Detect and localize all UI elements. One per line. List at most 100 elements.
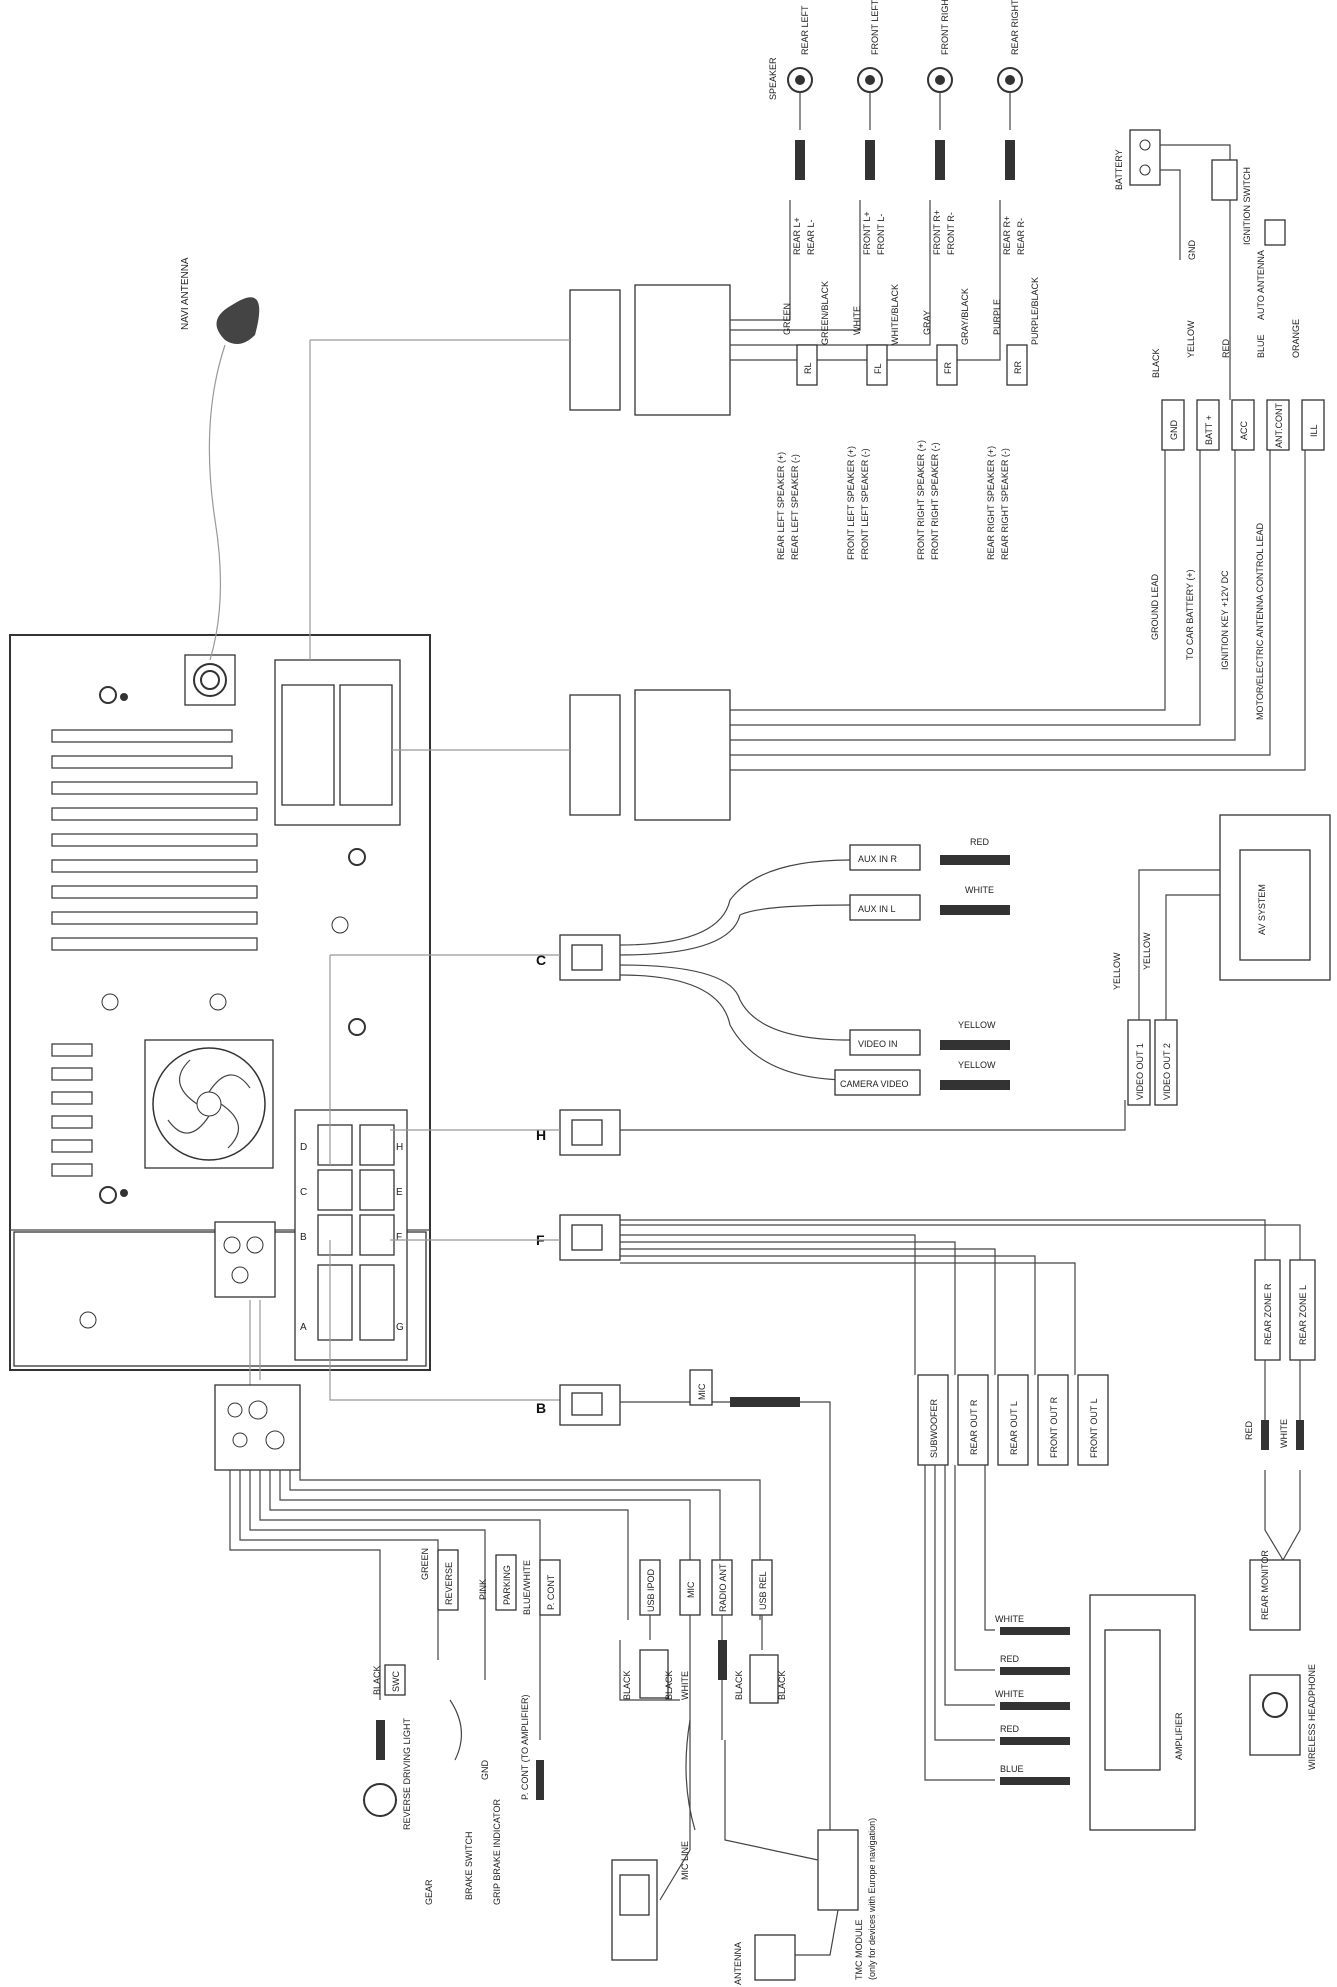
fan-icon bbox=[144, 1039, 274, 1169]
av-input-row: AUX IN L WHITE bbox=[849, 885, 1010, 921]
av-input-color: WHITE bbox=[965, 885, 994, 895]
auto-antenna-label: AUTO ANTENNA bbox=[1256, 250, 1266, 320]
connector-h-label: H bbox=[536, 1127, 546, 1143]
wire-color: GRAY bbox=[922, 310, 932, 335]
control-bundle: BLACK SWC GREEN REVERSE PINK PARKING BLU… bbox=[214, 1300, 877, 1985]
control-wire-color: BLACK bbox=[372, 1665, 382, 1695]
speaker-name: REAR RIGHT bbox=[1010, 0, 1020, 55]
p-cont-note: P. CONT (TO AMPLIFIER) bbox=[520, 1694, 530, 1800]
wire-color: WHITE/BLACK bbox=[890, 284, 900, 345]
tmc-module-box bbox=[817, 1829, 859, 1911]
speaker-lead: FRONT RIGHT SPEAKER (-) bbox=[930, 442, 940, 560]
av-input-color: RED bbox=[970, 837, 990, 847]
speaker-label: SPEAKER bbox=[768, 57, 778, 100]
power-tag: BATT + bbox=[1204, 415, 1214, 445]
speaker-lead: REAR LEFT SPEAKER (+) bbox=[776, 452, 786, 560]
rear-zone-color: WHITE bbox=[1279, 1419, 1289, 1448]
av-system-label: AV SYSTEM bbox=[1257, 884, 1267, 935]
port-letter-h: H bbox=[396, 1142, 403, 1153]
brake-switch-label: BRAKE SWITCH bbox=[464, 1831, 474, 1900]
speaker-lead: REAR LEFT SPEAKER (-) bbox=[790, 454, 800, 560]
rear-zone-tag: REAR ZONE R bbox=[1263, 1283, 1273, 1345]
reverse-light-label: REVERSE DRIVING LIGHT bbox=[402, 1717, 412, 1830]
antenna-port-icon bbox=[184, 654, 236, 706]
battery-label: BATTERY bbox=[1114, 149, 1124, 190]
speaker-tag: RR bbox=[1013, 361, 1023, 374]
usb-tag: RADIO ANT bbox=[718, 1563, 728, 1612]
line-out-color: BLUE bbox=[1000, 1764, 1024, 1774]
rear-zone-tag: REAR ZONE L bbox=[1298, 1285, 1308, 1345]
video-out-tag: VIDEO OUT 2 bbox=[1162, 1043, 1172, 1100]
gnd-label: GND bbox=[1187, 240, 1197, 261]
pin-label: REAR R+ bbox=[1002, 216, 1012, 255]
rear-monitor-box bbox=[1249, 1559, 1301, 1631]
speaker-lead: REAR RIGHT SPEAKER (+) bbox=[986, 446, 996, 560]
line-out-color: WHITE bbox=[995, 1614, 1024, 1624]
antenna-label: ANTENNA bbox=[733, 1942, 743, 1985]
av-input-color: YELLOW bbox=[958, 1020, 996, 1030]
module-port bbox=[214, 1221, 276, 1298]
vent-slots bbox=[51, 729, 258, 1177]
power-lead: TO CAR BATTERY (+) bbox=[1185, 569, 1195, 660]
usb-tag: USB REL bbox=[758, 1571, 768, 1610]
gnd-label: GND bbox=[480, 1760, 490, 1781]
usb-wire: BLACK bbox=[734, 1670, 744, 1700]
line-out: F REAR ZONE R REAR ZONE L RED WHITE REAR… bbox=[329, 1214, 1317, 1831]
line-out-color: RED bbox=[1000, 1724, 1020, 1734]
power-wire-color: RED bbox=[1221, 338, 1231, 358]
av-input-tag: AUX IN L bbox=[858, 904, 896, 914]
line-out-tag: REAR OUT R bbox=[969, 1399, 979, 1455]
gear-label: GEAR bbox=[424, 1879, 434, 1905]
line-out-color: WHITE bbox=[995, 1689, 1024, 1699]
port-letter-e: E bbox=[396, 1187, 403, 1198]
ignition-switch-icon bbox=[1211, 159, 1238, 201]
port-letter-c: C bbox=[300, 1187, 307, 1198]
control-wire-color: PINK bbox=[478, 1579, 488, 1600]
power-lead: GROUND LEAD bbox=[1150, 573, 1160, 640]
iso-harness bbox=[309, 200, 1306, 821]
av-input-tag: CAMERA VIDEO bbox=[840, 1079, 909, 1089]
video-out-color: YELLOW bbox=[1142, 932, 1152, 970]
video-out: H VIDEO OUT 1 VIDEO OUT 2 YELLOW YELLOW … bbox=[390, 814, 1331, 1156]
speaker-name: FRONT RIGHT bbox=[940, 0, 950, 55]
line-out-tag: REAR OUT L bbox=[1009, 1401, 1019, 1455]
mic-line-label: MIC LINE bbox=[680, 1841, 690, 1880]
speaker-name: FRONT LEFT bbox=[870, 0, 880, 55]
power-lead: MOTOR/ELECTRIC ANTENNA CONTROL LEAD bbox=[1255, 522, 1265, 720]
av-input-row: VIDEO IN YELLOW bbox=[849, 1020, 1010, 1056]
power-wire-color: BLUE bbox=[1256, 334, 1266, 358]
speaker-lead: FRONT LEFT SPEAKER (-) bbox=[860, 448, 870, 560]
rear-monitor-label: REAR MONITOR bbox=[1260, 1550, 1270, 1620]
video-out-color: YELLOW bbox=[1112, 952, 1122, 990]
navi-antenna-label: NAVI ANTENNA bbox=[180, 257, 191, 330]
wire-color: GREEN/BLACK bbox=[820, 281, 830, 345]
control-tag: P. CONT bbox=[546, 1574, 556, 1610]
wire-color: PURPLE bbox=[992, 299, 1002, 335]
auto-antenna-icon bbox=[1264, 219, 1286, 246]
av-input-row: AUX IN R RED bbox=[849, 837, 1010, 871]
mic-connector: B MIC bbox=[536, 1369, 841, 1901]
power-wire-color: ORANGE bbox=[1291, 319, 1301, 358]
speaker-tag: RL bbox=[803, 362, 813, 374]
wire-color: PURPLE/BLACK bbox=[1030, 277, 1040, 345]
mic-tag: MIC bbox=[697, 1383, 707, 1400]
connector-c-label: C bbox=[536, 952, 546, 968]
ignition-label: IGNITION SWITCH bbox=[1242, 167, 1252, 245]
power-tag: ILL bbox=[1309, 424, 1319, 437]
port-letter-b: B bbox=[300, 1232, 307, 1243]
pin-label: FRONT L- bbox=[876, 214, 886, 255]
grip-brake-label: GRIP BRAKE INDICATOR bbox=[492, 1798, 502, 1905]
antenna-box bbox=[754, 1934, 796, 1981]
rear-zone-color: RED bbox=[1244, 1420, 1254, 1440]
power-tag: GND bbox=[1169, 420, 1179, 441]
usb-wire: BLACK bbox=[622, 1670, 632, 1700]
speaker-name: REAR LEFT bbox=[800, 5, 810, 55]
port-letter-a: A bbox=[300, 1322, 307, 1333]
av-input-row: CAMERA VIDEO YELLOW bbox=[834, 1060, 1010, 1096]
usb-wire: BLACK bbox=[777, 1670, 787, 1700]
rear-port-strip bbox=[294, 1109, 408, 1361]
video-out-tag: VIDEO OUT 1 bbox=[1135, 1043, 1145, 1100]
control-tag: PARKING bbox=[502, 1565, 512, 1605]
screw-icons bbox=[99, 686, 366, 1204]
control-tag: SWC bbox=[391, 1671, 401, 1692]
